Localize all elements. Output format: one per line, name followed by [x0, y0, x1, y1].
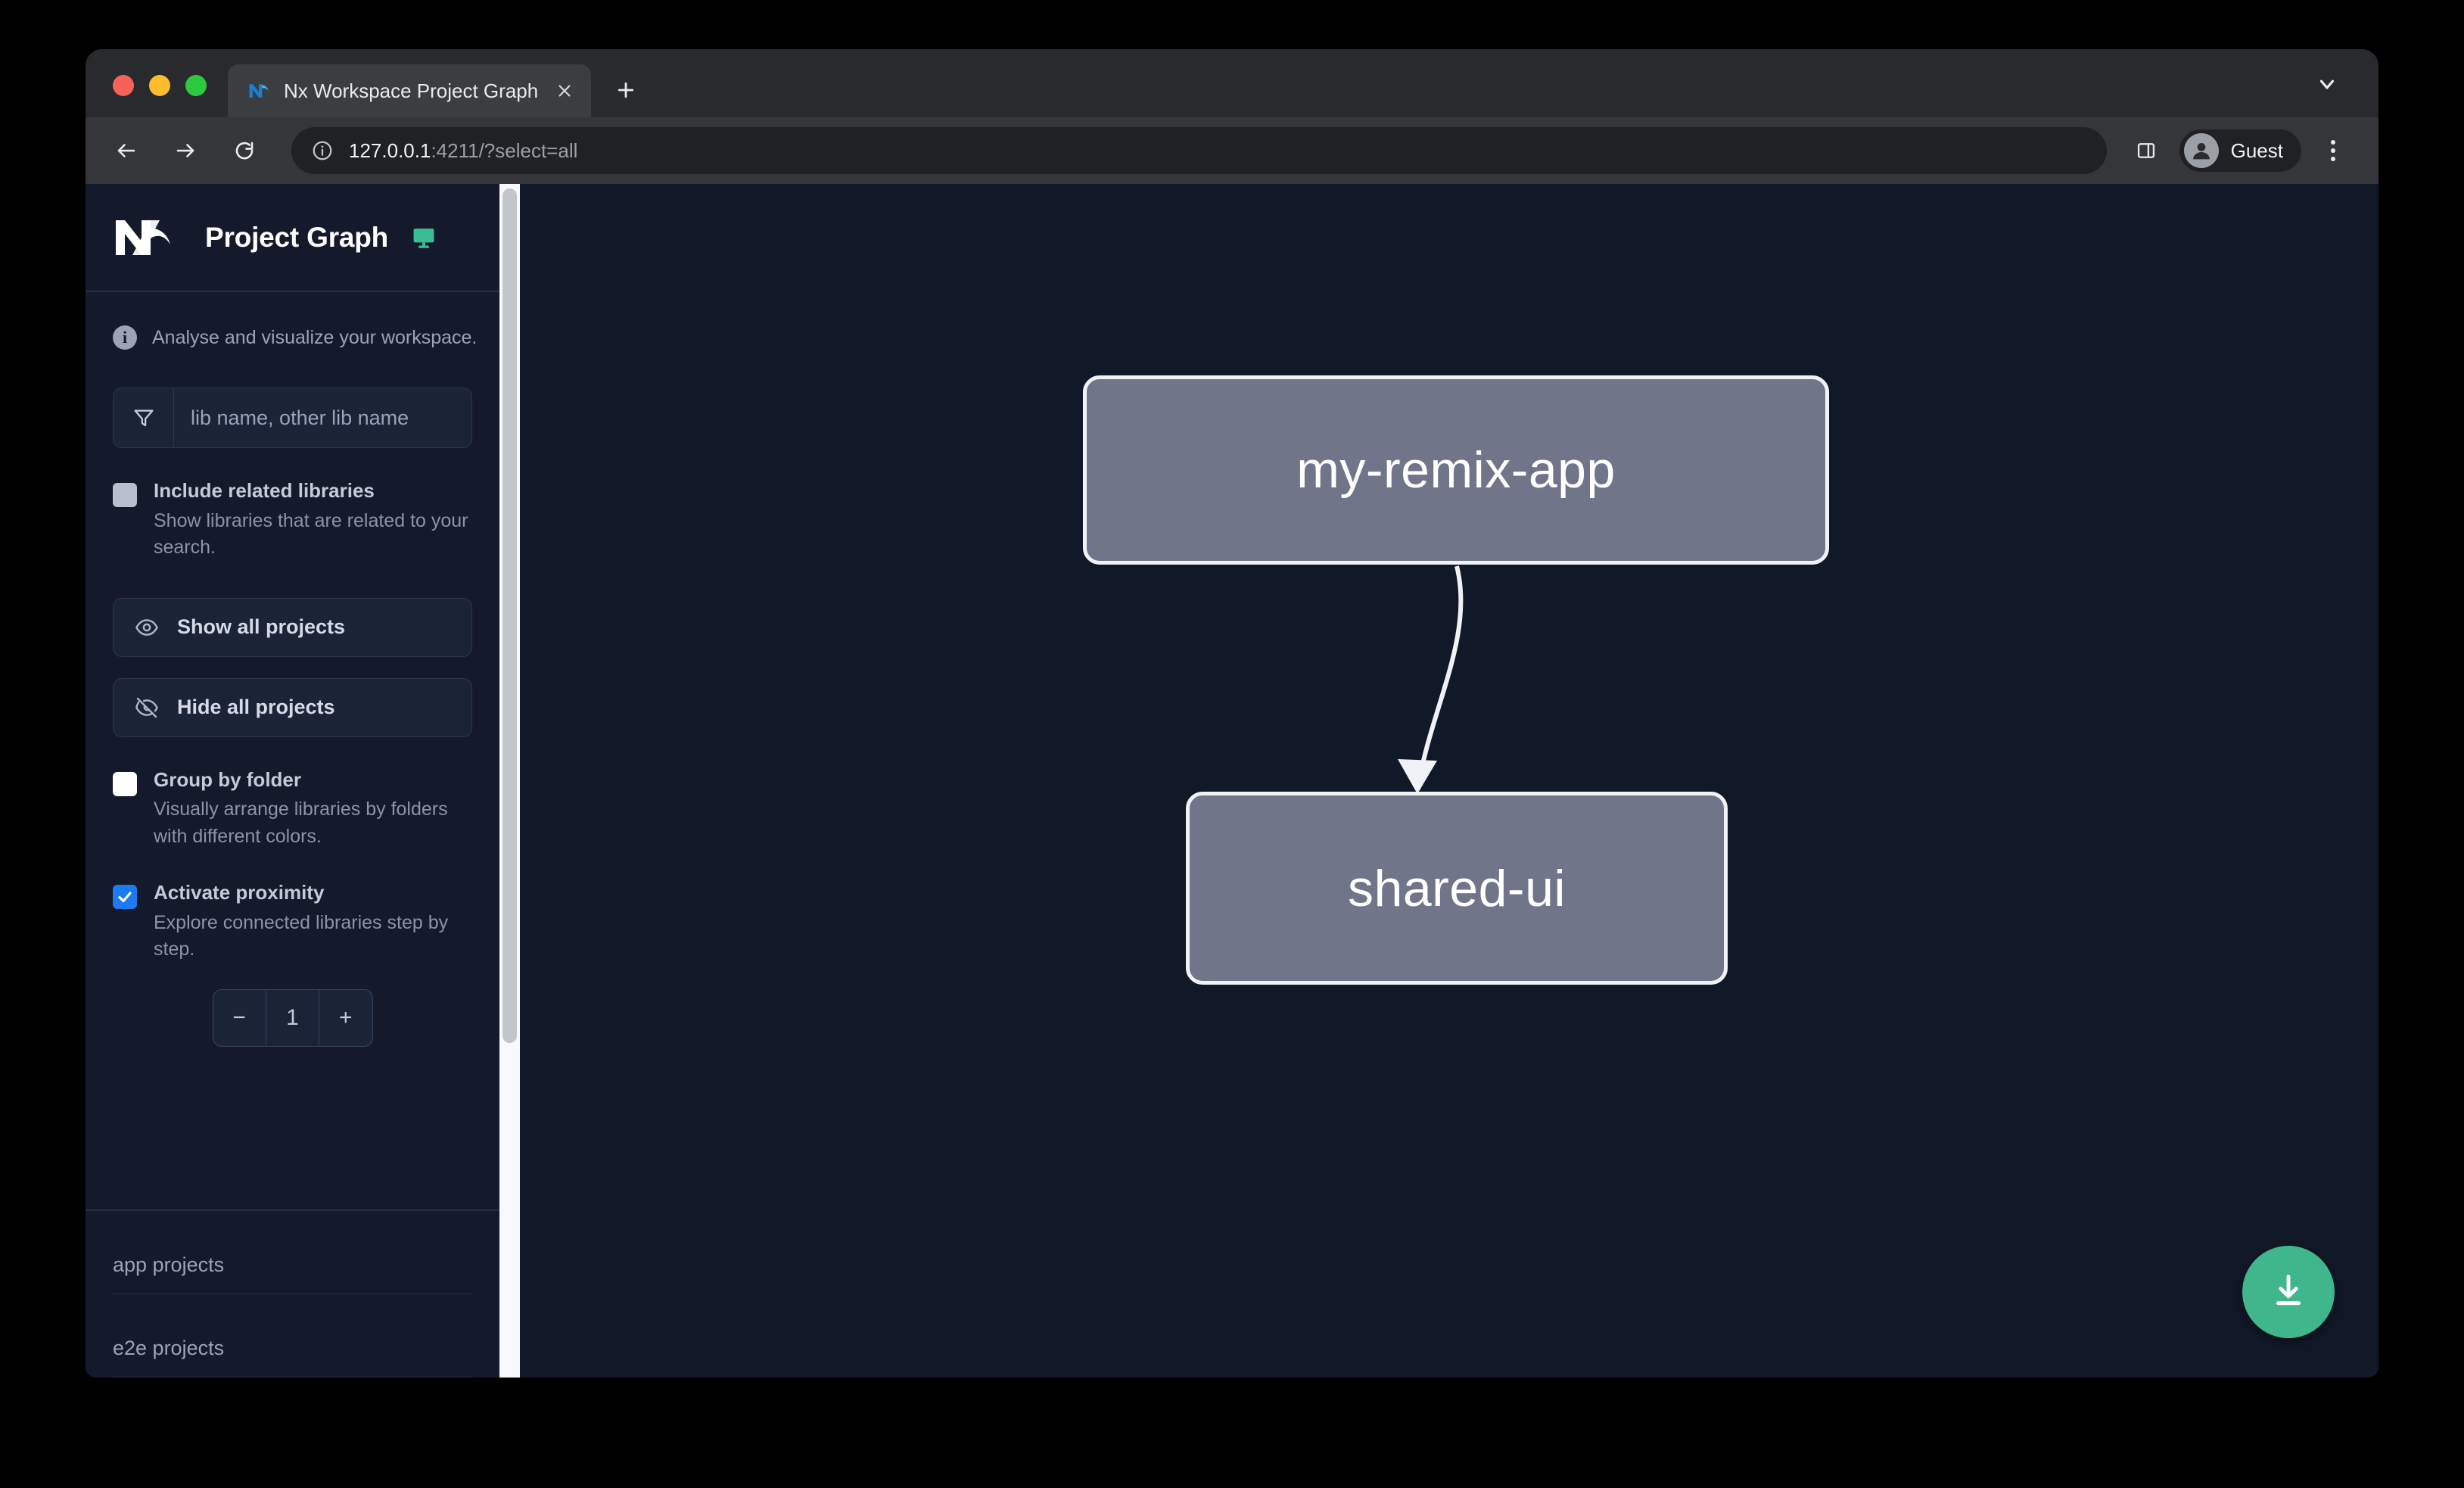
window-controls	[86, 75, 207, 117]
sidebar-scrollbar[interactable]	[499, 184, 520, 1377]
graph-node-label: shared-ui	[1348, 859, 1566, 917]
sidebar-section-app-projects[interactable]: app projects	[113, 1211, 472, 1294]
nx-logo-icon	[113, 217, 182, 258]
show-all-projects-button[interactable]: Show all projects	[113, 597, 472, 657]
project-graph-canvas[interactable]: my-remix-app shared-ui	[520, 184, 2378, 1377]
info-icon: i	[113, 325, 137, 350]
close-window-button[interactable]	[113, 75, 134, 96]
option-label: Include related libraries	[154, 479, 375, 502]
close-icon[interactable]	[552, 78, 577, 104]
minimize-window-button[interactable]	[149, 75, 170, 96]
sidebar-info-text: Analyse and visualize your workspace.	[152, 326, 478, 348]
proximity-decrement-button[interactable]: −	[213, 990, 266, 1046]
profile-chip[interactable]: Guest	[2179, 129, 2301, 172]
proximity-value: 1	[265, 989, 320, 1046]
eye-icon	[135, 615, 159, 640]
show-all-projects-label: Show all projects	[177, 615, 346, 638]
side-panel-icon[interactable]	[2126, 131, 2166, 170]
monitor-icon[interactable]	[411, 225, 437, 251]
chevron-down-icon[interactable]	[2310, 67, 2344, 101]
url-text: 127.0.0.1:4211/?select=all	[349, 139, 577, 163]
sidebar-body: Include related libraries Show libraries…	[86, 350, 499, 1167]
checkbox-activate-proximity[interactable]	[113, 885, 137, 909]
browser-toolbar: 127.0.0.1:4211/?select=all Guest	[86, 117, 2378, 184]
browser-window: Nx Workspace Project Graph	[86, 49, 2378, 1377]
url-path: :4211/?select=all	[431, 139, 578, 162]
download-icon	[2268, 1271, 2309, 1314]
sidebar-project-sections: app projects e2e projects	[86, 1209, 499, 1377]
sidebar-info: i Analyse and visualize your workspace.	[86, 292, 499, 350]
filter-funnel-icon	[114, 388, 174, 447]
address-bar[interactable]: 127.0.0.1:4211/?select=all	[291, 127, 2107, 174]
browser-tab[interactable]: Nx Workspace Project Graph	[228, 64, 592, 117]
hide-all-projects-button[interactable]: Hide all projects	[113, 677, 472, 737]
back-arrow-icon[interactable]	[107, 131, 146, 170]
graph-edges	[1398, 565, 1464, 794]
profile-name: Guest	[2230, 139, 2283, 162]
new-tab-button[interactable]	[605, 69, 647, 111]
eye-off-icon	[135, 696, 159, 720]
sidebar-scrollbar-thumb[interactable]	[502, 188, 517, 1043]
page-title: Project Graph	[205, 221, 389, 253]
option-activate-proximity[interactable]: Activate proximity Explore connected lib…	[113, 880, 472, 963]
option-group-by-folder[interactable]: Group by folder Visually arrange librari…	[113, 767, 472, 851]
url-host: 127.0.0.1	[349, 139, 431, 162]
checkbox-include-related-libraries[interactable]	[113, 483, 137, 507]
option-label: Activate proximity	[154, 881, 325, 904]
reload-icon[interactable]	[225, 131, 264, 170]
zoom-window-button[interactable]	[185, 75, 207, 96]
option-description: Visually arrange libraries by folders wi…	[154, 798, 448, 847]
download-graph-button[interactable]	[2242, 1246, 2335, 1338]
filter-search-box[interactable]	[113, 388, 472, 448]
proximity-increment-button[interactable]: +	[319, 990, 372, 1046]
hide-all-projects-label: Hide all projects	[177, 696, 335, 718]
sidebar: Project Graph i Analyse and visualize yo…	[86, 184, 520, 1377]
search-input[interactable]	[174, 388, 471, 447]
graph-node-my-remix-app[interactable]: my-remix-app	[1083, 375, 1829, 565]
proximity-stepper: − 1 +	[212, 988, 373, 1047]
kebab-menu-icon[interactable]	[2313, 131, 2353, 170]
browser-tab-strip: Nx Workspace Project Graph	[86, 49, 2378, 117]
page-content: Project Graph i Analyse and visualize yo…	[86, 184, 2378, 1377]
option-label: Group by folder	[154, 767, 301, 791]
info-circle-icon[interactable]	[311, 139, 334, 162]
option-include-related-libraries[interactable]: Include related libraries Show libraries…	[113, 478, 472, 562]
option-description: Show libraries that are related to your …	[154, 509, 468, 559]
graph-node-shared-ui[interactable]: shared-ui	[1186, 792, 1728, 985]
checkbox-group-by-folder[interactable]	[113, 771, 137, 796]
forward-arrow-icon[interactable]	[166, 131, 205, 170]
option-description: Explore connected libraries step by step…	[154, 911, 449, 960]
sidebar-section-e2e-projects[interactable]: e2e projects	[113, 1294, 472, 1377]
sidebar-header: Project Graph	[86, 184, 499, 292]
nx-favicon-icon	[247, 79, 270, 102]
toolbar-actions: Guest	[2126, 129, 2353, 172]
graph-node-label: my-remix-app	[1296, 441, 1616, 499]
person-icon	[2183, 133, 2219, 168]
tab-title: Nx Workspace Project Graph	[284, 79, 539, 102]
